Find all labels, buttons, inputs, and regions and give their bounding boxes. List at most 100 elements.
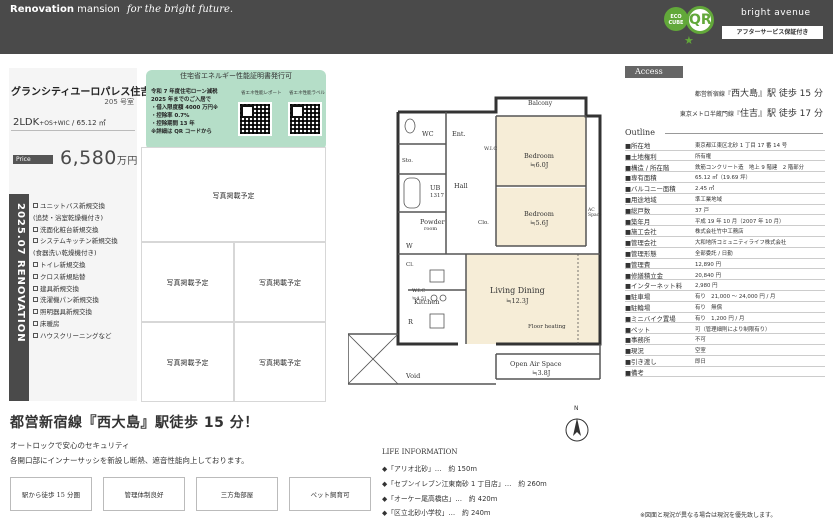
qr1-label: 省エネ性能レポート (241, 91, 282, 96)
entrance-label: Ent. (452, 130, 466, 138)
renovation-item: 洗面化粧台新規交換 (33, 225, 137, 237)
renovation-item: 床暖房 (33, 319, 137, 331)
header-bar: Renovation mansion for the bright future… (0, 0, 833, 54)
outline-key: ■用途地域 (625, 196, 657, 204)
outline-row: ■ペット可（管理細則により制限有り） (625, 324, 825, 335)
hall-label: Hall (454, 182, 468, 190)
renovation-item: 洗濯機パン新規交換 (33, 295, 137, 307)
outline-value: 有り 21,000 ～ 24,000 円 / 月 (695, 294, 776, 301)
checkbox-icon (33, 238, 38, 244)
checkbox-icon (33, 309, 38, 315)
powder-room-label: Powder (420, 218, 445, 226)
bedroom1-label: Bedroom (524, 152, 554, 160)
checkbox-icon (33, 297, 38, 303)
renovation-item: (食器洗い乾燥機付き) (33, 249, 97, 258)
star-icon: ★ (684, 34, 694, 47)
outline-row: ■事務所不可 (625, 334, 825, 345)
outline-row: ■用途地域準工業地域 (625, 194, 825, 205)
floor-plan-drawing (347, 96, 602, 385)
outline-key: ■ペット (625, 325, 651, 334)
outline-key: ■インターネット料 (625, 282, 683, 291)
outline-key: ■バルコニー面積 (625, 185, 676, 194)
price-label: Price (13, 155, 53, 164)
checkbox-icon (33, 203, 38, 208)
footnote: ※図面と現況が異なる場合は現況を優先致します。 (640, 512, 777, 519)
outline-value: 有り 1,200 円 / 月 (695, 315, 745, 322)
qr2-label: 省エネ性能ラベル (289, 91, 325, 96)
outline-value: 大和地所コミュニティライフ株式会社 (695, 240, 787, 247)
outline-key: ■専有面積 (625, 174, 657, 183)
renovation-band (9, 194, 29, 401)
checkbox-icon (33, 320, 38, 326)
outline-key: ■管理形態 (625, 250, 657, 258)
outline-row: ■所在地東京都江東区北砂 1 丁目 17 番 14 号 (625, 140, 825, 151)
checkbox-icon (33, 332, 38, 338)
outline-row: ■ミニバイク置場有り 1,200 円 / 月 (625, 313, 825, 324)
eco-cube-badge: ECO CUBE (664, 7, 688, 31)
life-info-item: ◆「区立北砂小学校」… 約 240m (382, 509, 491, 517)
qr-code-report[interactable] (238, 102, 272, 136)
wic2-size: ≒4.5J (412, 296, 427, 302)
brand-name: bright avenue (741, 8, 811, 18)
outline-key: ■現況 (625, 347, 644, 356)
eco-line: ※詳細は QR コードから (151, 129, 212, 136)
renovation-item: 照明器具新規交換 (33, 307, 137, 319)
wic2-label: W.I.C (412, 288, 426, 294)
outline-value: 空室 (695, 348, 706, 355)
outline-value: 不可 (695, 337, 706, 344)
living-size: ≒12.3J (506, 297, 529, 305)
photo-placeholder: 写真掲載予定 (234, 322, 326, 402)
eco-line: ・控除率 0.7% (151, 113, 190, 120)
outline-value: 平成 19 年 10 月（2007 年 10 月） (695, 218, 785, 225)
renovation-item: トイレ新規交換 (33, 260, 137, 272)
renovation-list: ユニットバス新規交換(追焚・浴室乾燥機付き)洗面化粧台新規交換システムキッチン新… (29, 194, 137, 401)
outline-row: ■備考 (625, 367, 825, 378)
ac-space-label: AC Space (588, 208, 602, 218)
headline: 都営新宿線『西大島』駅徒歩 15 分！ (10, 415, 259, 431)
outline-row: ■引き渡し 即日 (625, 356, 825, 367)
outline-value: 全部委託 / 日勤 (695, 251, 733, 257)
powder-room-sub: room (424, 226, 438, 232)
checkbox-icon (33, 273, 38, 279)
qr-badge: QR (686, 6, 714, 34)
outline-key: ■管理費 (625, 260, 651, 269)
outline-value: 65.12 ㎡（19.69 坪） (695, 175, 751, 182)
layout-info: 2LDK+OS+WIC / 65.12 ㎡ (13, 117, 106, 128)
outline-key: ■修繕積立金 (625, 271, 663, 280)
outline-value: 即日 (695, 359, 706, 365)
photo-placeholder-main: 写真掲載予定 (141, 147, 326, 242)
outline-value: 東京都江東区北砂 1 丁目 17 番 14 号 (695, 143, 788, 149)
room-number: 205 号室 (104, 98, 134, 106)
photo-placeholder: 写真掲載予定 (141, 242, 234, 322)
renovation-title: 2025.07 RENOVATION (15, 203, 26, 343)
north-label: N (574, 405, 579, 412)
outline-row: ■現況 空室 (625, 345, 825, 356)
feature-box: 三方角部屋 (196, 477, 278, 511)
outline-key: ■引き渡し (625, 358, 657, 366)
outline-divider (665, 133, 823, 134)
floor-heating-label: Floor heating (528, 324, 566, 330)
balcony-label: Balcony (528, 100, 553, 107)
outline-row: ■施工会社株式会社竹中工務店 (625, 226, 825, 237)
feature-box: 管理体制良好 (103, 477, 185, 511)
outline-key: ■駐車場 (625, 293, 651, 302)
outline-value: 所有権 (695, 153, 712, 160)
eco-line: 2025 年までのご入居で (151, 97, 212, 104)
outline-header: Outline (625, 128, 655, 137)
feature-box: 駅から徒歩 15 分圏 (10, 477, 92, 511)
checkbox-icon (33, 285, 38, 291)
outline-row: ■管理形態 全部委託 / 日勤 (625, 248, 825, 259)
renovation-item: クロス新規貼替 (33, 272, 137, 284)
outline-key: ■築年月 (625, 217, 651, 226)
washer-label: W (406, 242, 413, 250)
price-value: 6,580万円 (60, 147, 138, 169)
qr-code-label[interactable] (288, 102, 322, 136)
open-air-label: Open Air Space (510, 360, 562, 368)
subheadline-2: 各開口部にインナーサッシを新設し断熱、遮音性能向上しております。 (10, 456, 249, 465)
north-arrow-icon (565, 418, 589, 442)
life-info-item: ◆「オーケー尾高橋店」… 約 420m (382, 495, 498, 503)
renovation-item: システムキッチン新規交換 (33, 236, 137, 248)
